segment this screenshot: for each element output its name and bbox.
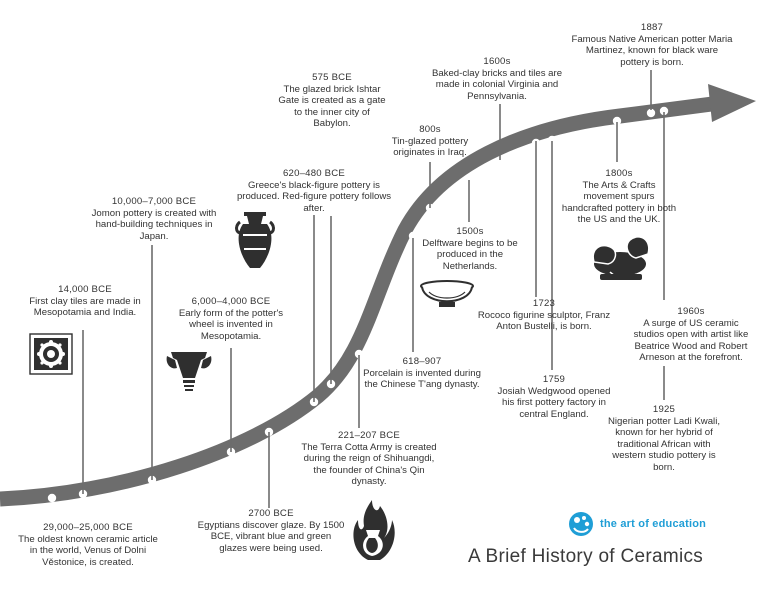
event-year: 1723 [532, 298, 556, 309]
event-text: Josiah Wedgwood opened his first pottery… [497, 385, 611, 420]
event-1960s: 1960s A surge of US ceramic studios open… [630, 306, 752, 364]
event-text: Jomon pottery is created with hand-build… [91, 207, 217, 242]
art-of-education-logo-icon [569, 512, 593, 536]
event-text: The Terra Cotta Army is created during t… [301, 441, 437, 488]
event-year: 1800s [605, 168, 633, 179]
event-year: 1925 [652, 404, 676, 415]
event-text: Greece's black-figure pottery is produce… [236, 179, 392, 214]
glaze-vase-icon [353, 500, 395, 560]
event-29000-bce: 29,000–25,000 BCE The oldest known ceram… [18, 522, 158, 568]
event-year: 14,000 BCE [58, 284, 112, 295]
event-text: Tin-glazed pottery originates in Iraq. [391, 135, 469, 159]
event-620-bce: 620–480 BCE Greece's black-figure potter… [234, 168, 394, 214]
event-6000-bce: 6,000–4,000 BCE Early form of the potter… [166, 296, 296, 342]
timeline-arrowhead [708, 84, 756, 122]
event-1800s: 1800s The Arts & Crafts movement spurs h… [560, 168, 678, 226]
timeline-band [0, 96, 713, 507]
event-year: 1759 [542, 374, 566, 385]
jomon-pot-icon [166, 352, 212, 391]
timeline-dot [354, 349, 364, 359]
event-575-bce: 575 BCE The glazed brick Ishtar Gate is … [278, 72, 386, 130]
event-year: 6,000–4,000 BCE [191, 296, 271, 307]
event-text: The glazed brick Ishtar Gate is created … [278, 83, 386, 130]
event-2700-bce: 2700 BCE Egyptians discover glaze. By 15… [196, 508, 346, 554]
event-text: A surge of US ceramic studios open with … [633, 317, 749, 364]
event-year: 800s [419, 124, 441, 135]
event-text: Egyptians discover glaze. By 1500 BCE, v… [197, 519, 345, 554]
timeline-dot [612, 116, 622, 126]
timeline-dot [646, 108, 656, 118]
tile-icon [29, 333, 73, 375]
event-text: The oldest known ceramic article in the … [18, 533, 158, 568]
event-year: 221–207 BCE [338, 430, 400, 441]
event-221-bce: 221–207 BCE The Terra Cotta Army is crea… [296, 430, 442, 488]
hands-on-clay-icon [592, 236, 650, 280]
event-text: First clay tiles are made in Mesopotamia… [29, 295, 141, 319]
page-title: A Brief History of Ceramics [468, 546, 704, 567]
event-1600s: 1600s Baked-clay bricks and tiles are ma… [424, 56, 570, 102]
timeline-dot [495, 157, 505, 167]
event-1759: 1759 Josiah Wedgwood opened his first po… [492, 374, 616, 420]
event-text: Famous Native American potter Maria Mart… [571, 33, 733, 68]
event-text: Porcelain is invented during the Chinese… [363, 367, 481, 391]
event-text: Early form of the potter's wheel is inve… [178, 307, 284, 342]
event-text: Nigerian potter Ladi Kwali, known for he… [608, 415, 720, 473]
event-year: 1960s [677, 306, 705, 317]
timeline-dots [47, 106, 669, 503]
event-year: 575 BCE [312, 72, 352, 83]
timeline-dot [547, 135, 557, 145]
event-year: 29,000–25,000 BCE [43, 522, 133, 533]
timeline-dot [659, 106, 669, 116]
event-year: 618–907 [402, 356, 442, 367]
event-14000-bce: 14,000 BCE First clay tiles are made in … [22, 284, 148, 319]
event-year: 1887 [640, 22, 664, 33]
event-text: Rococo figurine sculptor, Franz Anton Bu… [477, 309, 611, 333]
event-text: The Arts & Crafts movement spurs handcra… [561, 179, 677, 226]
connector-lines [82, 70, 665, 508]
event-year: 1500s [456, 226, 484, 237]
event-1723: 1723 Rococo figurine sculptor, Franz Ant… [474, 298, 614, 333]
event-800s: 800s Tin-glazed pottery originates in Ir… [376, 124, 484, 159]
event-1500s: 1500s Delftware begins to be produced in… [420, 226, 520, 272]
brand-name: the art of education [600, 518, 707, 530]
timeline-dot [408, 231, 418, 241]
event-1925: 1925 Nigerian potter Ladi Kwali, known f… [608, 404, 720, 474]
event-618: 618–907 Porcelain is invented during the… [362, 356, 482, 391]
event-text: Delftware begins to be produced in the N… [422, 237, 518, 272]
event-year: 2700 BCE [248, 508, 294, 519]
timeline-dot [47, 493, 57, 503]
greek-amphora-icon [235, 212, 275, 268]
brand-logo: the art of education [568, 510, 706, 538]
event-year: 1600s [483, 56, 511, 67]
event-text: Baked-clay bricks and tiles are made in … [431, 67, 563, 102]
event-10000-bce: 10,000–7,000 BCE Jomon pottery is create… [90, 196, 218, 242]
event-year: 620–480 BCE [283, 168, 345, 179]
event-1887: 1887 Famous Native American potter Maria… [570, 22, 734, 68]
delft-bowl-icon [420, 280, 474, 307]
event-year: 10,000–7,000 BCE [111, 196, 197, 207]
